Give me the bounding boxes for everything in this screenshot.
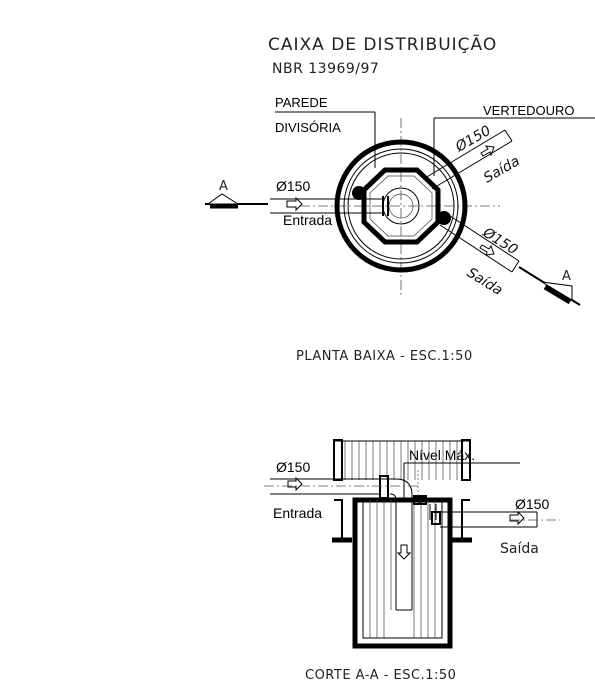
section-outlet-diameter: Ø150 xyxy=(515,496,549,512)
plan-inlet-label: Entrada xyxy=(283,212,332,228)
plan-section-mark-right: A xyxy=(562,269,571,284)
section-marker-right xyxy=(541,281,573,301)
plan-outlet-node xyxy=(437,211,451,225)
plan-inner-chamber xyxy=(361,167,441,245)
section-outlet-label: Saída xyxy=(500,541,539,557)
section-tank xyxy=(352,497,453,649)
drawing-title: CAIXA DE DISTRIBUIÇÃO xyxy=(268,33,497,55)
plan-view: PAREDE DIVISÓRIA VERTEDOURO Ø150 Entrada… xyxy=(205,95,595,306)
section-inlet-diameter: Ø150 xyxy=(276,459,310,475)
section-marker-left xyxy=(206,193,240,205)
plan-outlet1-label: Saída xyxy=(481,153,523,186)
plan-outer-wall xyxy=(334,139,468,273)
section-caption: CORTE A-A - ESC.1:50 xyxy=(305,668,456,682)
section-view: Ø150 Entrada Nível Máx. Ø150 Saída xyxy=(264,439,560,649)
norm-reference: NBR 13969/97 xyxy=(272,61,379,77)
plan-caption: PLANTA BAIXA - ESC.1:50 xyxy=(296,349,473,364)
plan-outlet2-diameter: Ø150 xyxy=(479,224,520,258)
plan-wall-label-line1: PAREDE xyxy=(275,95,328,110)
plan-wall-label-line2: DIVISÓRIA xyxy=(275,120,341,135)
plan-inlet-node xyxy=(352,186,366,200)
section-inlet-label: Entrada xyxy=(273,505,322,521)
plan-weir-label: VERTEDOURO xyxy=(483,103,575,118)
section-max-level: Nível Máx. xyxy=(409,447,475,463)
plan-inlet-diameter: Ø150 xyxy=(276,178,310,194)
plan-outlet2-label: Saída xyxy=(464,265,505,299)
plan-outlet1-diameter: Ø150 xyxy=(452,123,494,156)
plan-section-mark-left: A xyxy=(219,179,228,194)
